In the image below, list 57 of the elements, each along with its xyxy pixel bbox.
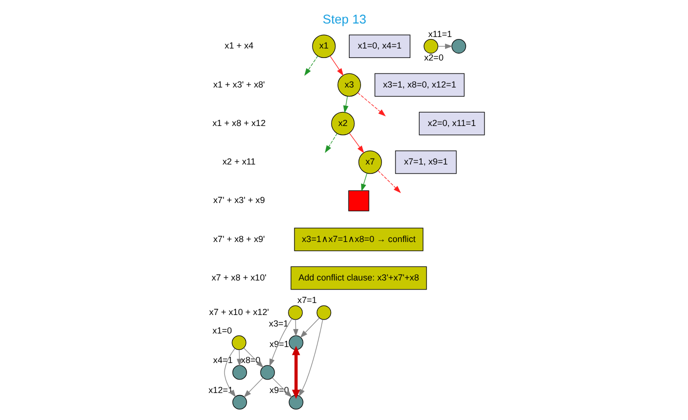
- label: x1 + x8 + x12: [212, 118, 266, 128]
- arrow: [324, 133, 337, 153]
- node-circle: [288, 335, 303, 350]
- node-label: x2=0: [424, 52, 444, 62]
- node-label: x1=0: [212, 325, 232, 336]
- label: x7 + x10 + x12': [208, 306, 268, 317]
- arrow: [243, 377, 263, 398]
- node-circle: [423, 39, 438, 54]
- node-circle: [260, 365, 274, 380]
- node-circle: [316, 305, 331, 320]
- arrow: [236, 350, 242, 366]
- node-label: x9=1: [269, 339, 288, 350]
- node-box: x3=1, x8=0, x12=1: [374, 73, 464, 97]
- node-circle: x2: [330, 112, 354, 136]
- node-label: x7=1: [296, 295, 316, 306]
- node-box: x2=0, x11=1: [418, 112, 484, 136]
- node-box: [348, 190, 369, 212]
- arrow: [356, 92, 386, 116]
- node-box: Add conflict clause: x3'+x7'+x8: [290, 266, 426, 290]
- label: x2 + x11: [222, 156, 256, 167]
- arrow: [268, 318, 292, 366]
- node-label: x4=1: [212, 355, 232, 366]
- node-circle: x1: [312, 34, 336, 58]
- arrow: [271, 377, 292, 398]
- node-circle: [232, 394, 246, 410]
- node-label: x12=1: [208, 384, 232, 395]
- arrow: [300, 318, 320, 338]
- node-circle: [288, 394, 303, 410]
- node-circle: [288, 305, 302, 320]
- node-box: x1=0, x4=1: [348, 34, 410, 58]
- arrow: [298, 319, 323, 397]
- arrow: [348, 132, 364, 154]
- node-circle: [232, 365, 246, 380]
- node-circle: [451, 39, 466, 54]
- arrow: [377, 170, 400, 194]
- node-label: x11=1: [428, 28, 452, 39]
- node-box: x7=1, x9=1: [394, 150, 456, 174]
- arrow: [291, 346, 300, 400]
- node-label: x8=0: [240, 355, 260, 366]
- node-circle: x3: [337, 73, 360, 97]
- arrow: [242, 348, 264, 368]
- arrow: [360, 172, 367, 192]
- arrow: [224, 348, 236, 398]
- label: x1 + x3' + x8': [212, 79, 264, 90]
- label: x7 + x8 + x10': [211, 272, 266, 282]
- node-circle: [231, 335, 246, 350]
- node-box: x3=1∧x7=1∧x8=0 → conflict: [294, 228, 423, 252]
- label: x7' + x8 + x9': [212, 234, 264, 244]
- node-circle: x7: [358, 150, 382, 174]
- arrow: [304, 56, 318, 76]
- node-label: x3=1: [268, 318, 288, 329]
- arrow: [342, 96, 348, 114]
- diagram-title: Step 13: [322, 12, 366, 26]
- label: x1 + x4: [224, 40, 253, 51]
- arrow: [292, 319, 298, 337]
- arrow: [329, 56, 344, 76]
- label: x7' + x3' + x9: [212, 195, 264, 206]
